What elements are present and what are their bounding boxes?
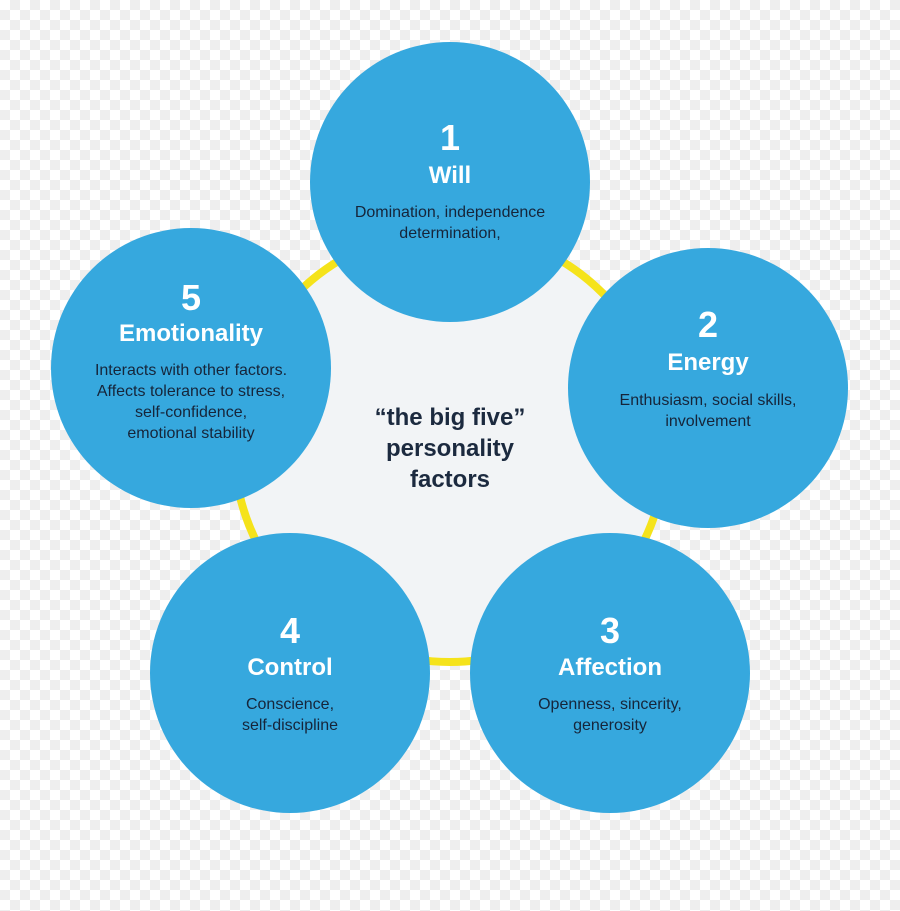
factor-description-line: Interacts with other factors. [94,362,288,379]
factor-number: 5 [180,277,202,318]
factor-description: Domination, independence determination, [330,202,570,244]
factor-circle-affection: 3 Affection Openness, sincerity, generos… [470,533,750,813]
factor-name: Energy [667,349,749,376]
factor-name: Affection [558,654,662,681]
factor-description-line: self-confidence, [134,404,248,421]
factor-description-line: Affects tolerance to stress, [96,383,286,400]
factor-number: 1 [439,117,461,158]
factor-description-line: Enthusiasm, social skills, [619,392,797,409]
factor-description: Interacts with other factors. Affects to… [71,360,311,444]
factor-number: 2 [697,304,719,345]
factor-description: Openness, sincerity, generosity [490,694,730,736]
factor-circle-emotionality: 5 Emotionality Interacts with other fact… [51,228,331,508]
factor-circle-will: 1 Will Domination, independence determin… [310,42,590,322]
factor-description-line: involvement [665,413,751,430]
center-title-line: factors [409,466,491,493]
factor-description-line: emotional stability [127,425,255,442]
factor-name: Control [247,654,333,681]
center-title-line: “the big five” [374,404,526,431]
factor-description-line: generosity [573,717,647,734]
center-title: “the big five” personality factors [300,402,600,495]
factor-circle-control: 4 Control Conscience, self-discipline [150,533,430,813]
factor-description-line: self-discipline [241,717,339,734]
factor-description-line: determination, [399,225,501,242]
center-title-line: personality [385,435,515,462]
factor-name: Emotionality [118,320,263,347]
factor-number: 4 [279,610,301,651]
factor-description-line: Openness, sincerity, [538,696,682,713]
factor-circle-energy: 2 Energy Enthusiasm, social skills, invo… [568,248,848,528]
factor-name: Will [428,162,472,189]
factor-description: Enthusiasm, social skills, involvement [588,390,828,432]
factor-description-line: Domination, independence [354,204,546,221]
factor-description: Conscience, self-discipline [170,694,410,736]
factor-description-line: Conscience, [245,696,335,713]
factor-number: 3 [599,610,621,651]
